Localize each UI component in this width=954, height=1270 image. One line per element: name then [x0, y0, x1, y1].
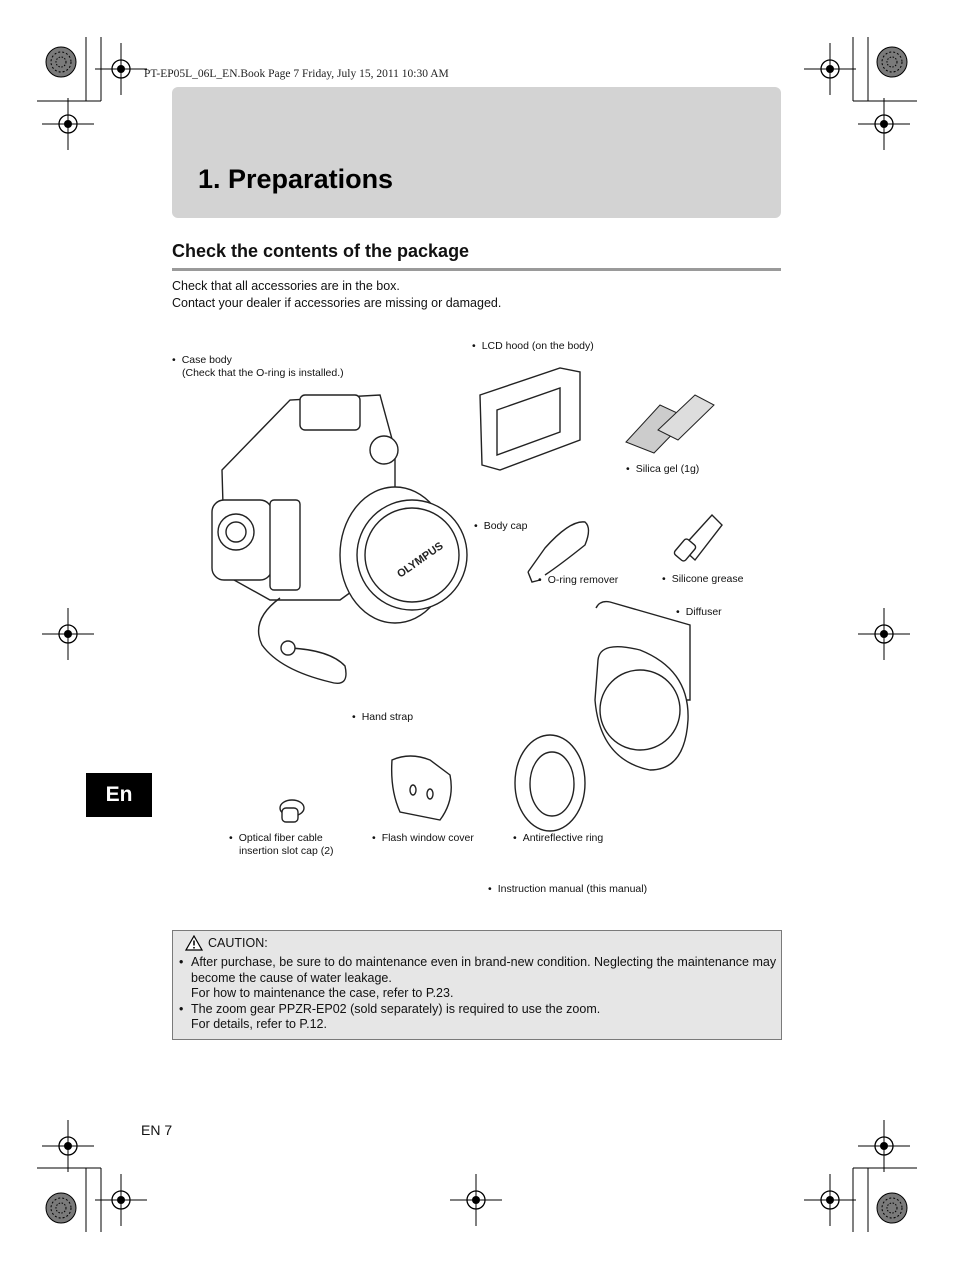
chapter-banner	[172, 87, 781, 218]
label-case-body-note: (Check that the O-ring is installed.)	[182, 367, 344, 379]
label-diffuser: •Diffuser	[676, 606, 722, 618]
label-optical-fiber-note: insertion slot cap (2)	[239, 845, 334, 857]
caution-item-2: • The zoom gear PPZR-EP02 (sold separate…	[179, 1001, 601, 1032]
intro-line-1: Check that all accessories are in the bo…	[172, 279, 400, 293]
registration-targets	[41, 42, 911, 1227]
label-silica-gel: •Silica gel (1g)	[626, 463, 700, 475]
label-instruction-manual: •Instruction manual (this manual)	[488, 883, 648, 895]
intro-line-2: Contact your dealer if accessories are m…	[172, 296, 502, 310]
bullet: •	[172, 354, 176, 366]
label-optical-fiber-cap: •Optical fiber cable insertion slot cap …	[229, 832, 334, 857]
diffuser-illustration	[594, 600, 691, 771]
label-case-body: •Case body (Check that the O-ring is ins…	[172, 354, 344, 379]
crop-marks	[37, 37, 917, 1232]
page-number: EN 7	[141, 1122, 173, 1138]
silica-gel-illustration	[625, 394, 715, 454]
case-body-illustration: OLYMPUS	[211, 394, 468, 684]
label-silicone-grease: •Silicone grease	[662, 573, 744, 585]
fiber-cap-illustration	[279, 799, 305, 823]
section-divider	[172, 268, 781, 271]
label-hand-strap: •Hand strap	[352, 711, 414, 723]
label-lcd-hood: •LCD hood (on the body)	[472, 340, 594, 352]
section-title: Check the contents of the package	[172, 241, 470, 261]
caution-box: CAUTION: • After purchase, be sure to do…	[172, 930, 782, 1040]
antireflective-ring-illustration	[514, 734, 586, 832]
flash-window-cover-illustration	[390, 755, 452, 821]
label-flash-window-cover: •Flash window cover	[372, 832, 474, 844]
chapter-title: 1. Preparations	[198, 164, 394, 194]
caution-heading: CAUTION:	[185, 935, 268, 951]
print-header: PT-EP05L_06L_EN.Book Page 7 Friday, July…	[144, 68, 449, 80]
label-oring-remover: •O-ring remover	[538, 574, 619, 586]
lcd-hood-illustration	[479, 367, 581, 471]
language-tab: En	[86, 773, 152, 817]
silicone-grease-illustration	[673, 513, 723, 562]
warning-triangle-icon	[185, 935, 203, 951]
label-body-cap: •Body cap	[474, 520, 528, 532]
label-antireflective-ring: •Antireflective ring	[513, 832, 604, 844]
oring-remover-illustration	[527, 521, 590, 583]
caution-item-1: • After purchase, be sure to do maintena…	[179, 955, 777, 1000]
